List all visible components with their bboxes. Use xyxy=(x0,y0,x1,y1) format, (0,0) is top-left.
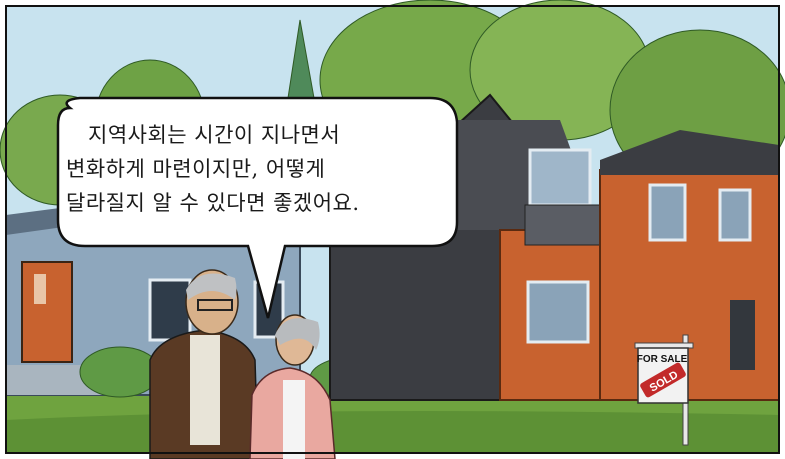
speech-bubble-shape xyxy=(56,96,459,319)
speech-line-1: 지역사회는 시간이 지나면서 xyxy=(88,123,341,147)
speech-line-3: 달라질지 알 수 있다면 좋겠어요. xyxy=(66,191,360,215)
sign-top-text: FOR SALE xyxy=(637,354,688,365)
speech-bubble-text: 지역사회는 시간이 지나면서 변화하게 마련이지만, 어떻게 달라질지 알 수 … xyxy=(58,118,458,220)
right-houses xyxy=(599,130,780,401)
speech-line-2: 변화하게 마련이지만, 어떻게 xyxy=(66,157,326,181)
couple-walking xyxy=(149,269,336,459)
for-sale-sign: FOR SALE SOLD xyxy=(634,334,694,446)
